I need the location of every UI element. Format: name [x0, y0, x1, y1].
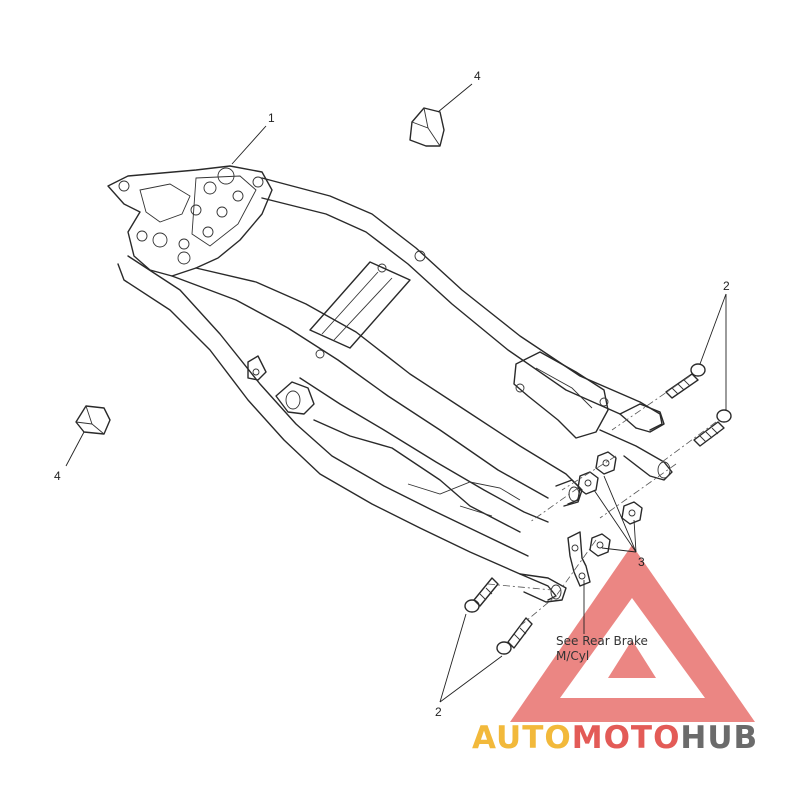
callout-nuts: 3 — [638, 555, 645, 569]
note-line-2: M/Cyl — [556, 649, 589, 663]
bolt-right-upper — [665, 363, 706, 399]
leader-lines — [65, 83, 727, 703]
rubber-bumper-left — [75, 405, 111, 435]
callout-bumper-top: 4 — [474, 69, 481, 83]
nut-4 — [589, 533, 611, 557]
brake-bracket — [567, 531, 591, 587]
subframe-frame — [107, 165, 673, 603]
watermark-text: AUTOMOTOHUB — [472, 720, 758, 756]
assembly-axis-lines — [487, 375, 717, 627]
watermark-moto: MOTO — [572, 720, 681, 756]
note-line-1: See Rear Brake — [556, 634, 648, 648]
callout-frame: 1 — [268, 111, 275, 125]
callout-bumper-left: 4 — [54, 469, 61, 483]
bolt-left-upper — [464, 577, 499, 613]
rubber-bumper-top — [409, 107, 445, 147]
callout-bolts-left: 2 — [435, 705, 442, 719]
nut-3 — [621, 501, 643, 525]
bolt-left-lower — [496, 617, 533, 655]
watermark-logo — [510, 545, 755, 722]
watermark-triangle-core — [608, 640, 656, 678]
nut-2 — [595, 451, 617, 475]
callout-bolts-right: 2 — [723, 279, 730, 293]
watermark-hub: HUB — [680, 720, 758, 756]
watermark-auto: AUTO — [472, 720, 572, 756]
bolt-right-lower — [693, 409, 732, 447]
